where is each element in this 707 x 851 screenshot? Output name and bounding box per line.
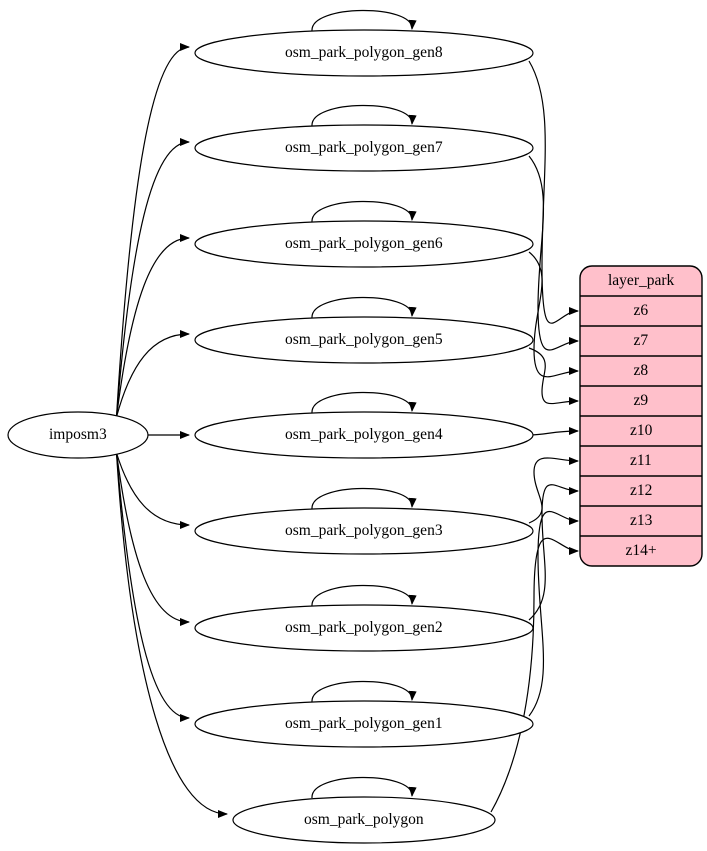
edge-osm-park-polygon-to-z14plus [490,537,579,813]
self-loop-osm-park-polygon-gen5 [311,296,417,319]
node-osm-park-polygon-gen8[interactable] [194,29,534,77]
edges-tables-to-layer [490,60,579,813]
edge-osm-park-polygon-gen1-to-z13 [528,510,579,717]
node-osm-park-polygon-gen2[interactable] [194,604,534,652]
edge-imposm3-to-osm-park-polygon [115,452,228,818]
self-loop-osm-park-polygon-gen1 [311,680,417,703]
self-loop-osm-park-polygon-gen2 [311,584,417,607]
edge-imposm3-to-osm-park-polygon-gen1 [115,452,190,722]
self-loop-osm-park-polygon-gen4 [311,391,417,414]
edges-imposm3-to-tables [115,43,228,818]
self-loop-osm-park-polygon [311,776,417,799]
self-loop-osm-park-polygon-gen7 [311,104,417,127]
edge-imposm3-to-osm-park-polygon-gen7 [115,138,190,418]
edge-osm-park-polygon-gen6-to-z8 [528,251,579,378]
edge-imposm3-to-osm-park-polygon-gen5 [115,330,190,418]
node-osm-park-polygon-gen1[interactable] [194,700,534,748]
edge-osm-park-polygon-gen8-to-z6 [528,60,579,324]
node-osm-park-polygon-gen4[interactable] [194,411,534,459]
edge-osm-park-polygon-gen7-to-z7 [528,155,579,351]
self-loop-osm-park-polygon-gen8 [311,9,417,32]
layer-park-table-graphics [579,265,703,567]
edge-osm-park-polygon-gen3-to-z11 [528,456,579,524]
edge-imposm3-to-osm-park-polygon-gen6 [115,234,190,418]
edge-osm-park-polygon-gen4-to-z10 [528,427,579,436]
self-loop-osm-park-polygon-gen3 [311,487,417,510]
node-osm-park-polygon-gen7[interactable] [194,124,534,172]
edge-imposm3-to-osm-park-polygon-gen8 [115,43,190,418]
node-osm-park-polygon-gen5[interactable] [194,316,534,364]
ellipse-nodes [7,29,534,844]
node-osm-park-polygon[interactable] [232,796,496,844]
node-osm-park-polygon-gen3[interactable] [194,507,534,555]
edge-imposm3-to-osm-park-polygon-gen3 [115,452,190,529]
node-osm-park-polygon-gen6[interactable] [194,220,534,268]
self-loop-osm-park-polygon-gen6 [311,200,417,223]
node-imposm3[interactable] [7,411,149,459]
edge-osm-park-polygon-gen2-to-z12 [528,484,579,621]
self-loop-edges [311,9,417,799]
edge-imposm3-to-osm-park-polygon-gen2 [115,452,190,626]
edge-osm-park-polygon-gen5-to-z9 [528,347,579,406]
